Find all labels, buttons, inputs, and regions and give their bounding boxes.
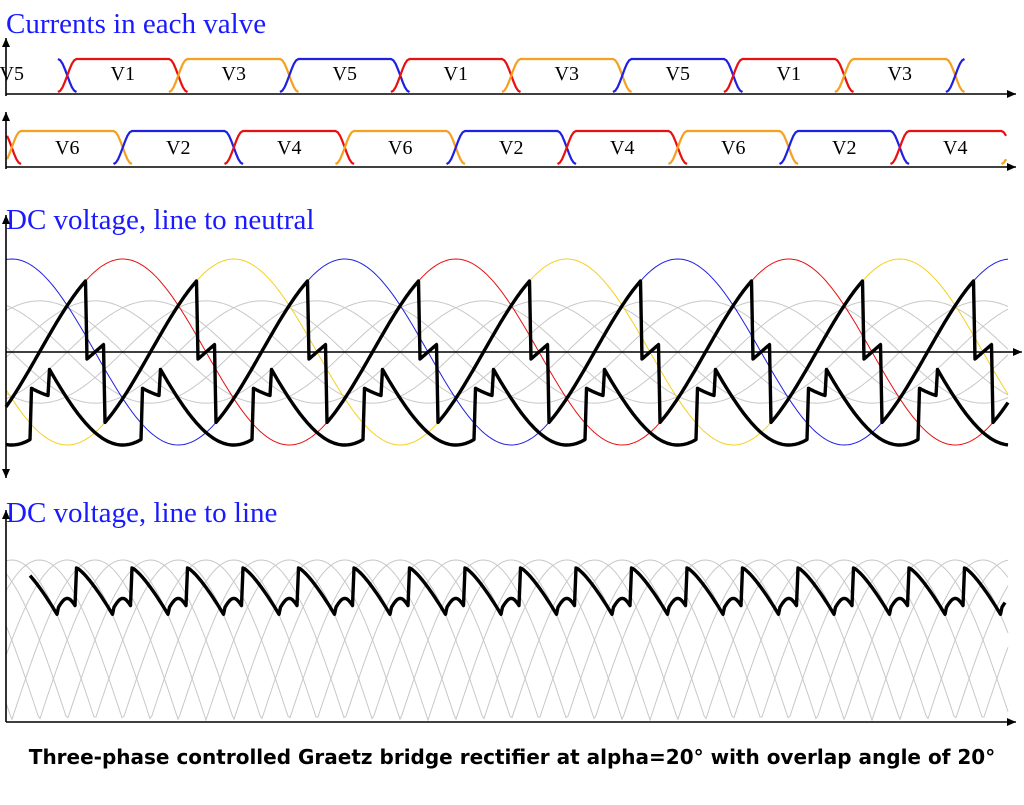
valve-currents-top-row: V5 V1 V3 V5 V1 V3 V5 V1 V3 <box>0 57 966 93</box>
ll-ghost-curve <box>5 559 1009 722</box>
ll-ghost-curve <box>5 559 1009 721</box>
ln-envelope-positive <box>4 279 1010 425</box>
ln-y-axis-up-arrowhead <box>2 215 10 224</box>
currents-title: Currents in each valve <box>6 8 266 40</box>
bot-label: V4 <box>610 137 634 159</box>
valve-currents-bottom-row: V6 V2 V4 V6 V2 V4 V6 V2 V4 <box>6 129 1008 165</box>
ln-envelope-negative <box>5 367 1009 447</box>
top-pulse-v3 <box>834 57 966 93</box>
ln-ghost-curve <box>5 300 1009 404</box>
top-pulse-v3 <box>168 57 300 93</box>
axes <box>2 38 1022 726</box>
bot-pulse-v2 <box>778 129 910 165</box>
figure-caption: Three-phase controlled Graetz bridge rec… <box>28 745 996 769</box>
bot-pulse-v6 <box>6 129 133 165</box>
ll-ghost-curve <box>5 559 1009 721</box>
top-label: V1 <box>444 63 468 85</box>
bot-label: V6 <box>388 137 412 159</box>
top-label: V5 <box>666 63 690 85</box>
bot-label: V2 <box>832 137 856 159</box>
top-label: V1 <box>777 63 801 85</box>
bot-label: V6 <box>721 137 745 159</box>
top-pulse-v1 <box>57 57 189 93</box>
ln-phase-a <box>5 258 1009 446</box>
bot-label: V4 <box>277 137 301 159</box>
ll-ghost-curves <box>5 559 1009 722</box>
ln-ghost-curve <box>5 300 1009 404</box>
top-label: V5 <box>333 63 357 85</box>
ll-ghost-curve <box>5 559 1009 722</box>
bot-label: V6 <box>55 137 79 159</box>
ln-phase-c <box>5 258 1009 446</box>
bot-pulse-v6 <box>667 129 799 165</box>
line-to-neutral-title: DC voltage, line to neutral <box>6 204 314 236</box>
ln-y-axis-down-arrowhead <box>2 469 10 478</box>
bot-pulse-v4 <box>6 135 22 165</box>
top-pulse-v3 <box>501 57 633 93</box>
line-to-line-plot <box>5 559 1009 722</box>
top-pulse-v5 <box>945 58 966 93</box>
ll-x-axis-arrowhead <box>1007 718 1016 726</box>
valve-top-y-axis-arrowhead <box>2 38 10 47</box>
bot-pulse-v4 <box>223 129 355 165</box>
valve-top-x-axis-arrowhead <box>1007 90 1016 98</box>
line-to-neutral-plot <box>4 258 1010 447</box>
ln-x-axis-arrowhead <box>1013 348 1022 356</box>
top-label: V3 <box>888 63 912 85</box>
bot-pulse-v6 <box>1000 158 1008 165</box>
top-label: V3 <box>555 63 579 85</box>
bot-pulse-v4 <box>889 129 1008 165</box>
top-pulse-v1 <box>390 57 522 93</box>
bot-label: V2 <box>166 137 190 159</box>
bot-pulse-v6 <box>334 129 466 165</box>
ll-ghost-curve <box>5 559 1009 722</box>
bot-pulse-v2 <box>445 129 577 165</box>
ll-ghost-curve <box>5 559 1009 721</box>
ln-ghost-curve <box>5 300 1009 404</box>
ll-y-axis-arrowhead <box>2 510 10 519</box>
ln-grid-curves <box>5 300 1009 404</box>
bot-label: V2 <box>499 137 523 159</box>
top-label: V3 <box>222 63 246 85</box>
top-pulse-v5 <box>279 57 411 93</box>
bot-label: V4 <box>943 137 967 159</box>
bot-pulse-v2 <box>112 129 244 165</box>
valve-bot-x-axis-arrowhead <box>1007 163 1016 171</box>
top-pulse-v5 <box>612 57 744 93</box>
line-to-line-title: DC voltage, line to line <box>6 497 277 529</box>
top-pulse-v1 <box>723 57 855 93</box>
valve-bot-y-axis-arrowhead <box>2 112 10 121</box>
ln-ghost-curve <box>5 300 1009 404</box>
bot-pulse-v4 <box>556 129 688 165</box>
ll-envelope <box>28 566 1007 616</box>
top-label: V5 <box>0 63 24 85</box>
top-label: V1 <box>111 63 135 85</box>
